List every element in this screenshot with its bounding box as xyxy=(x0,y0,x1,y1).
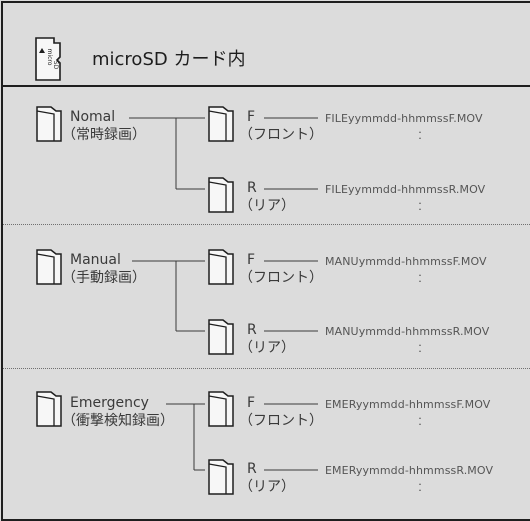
folder-icon xyxy=(36,106,62,142)
folder-name-nomal: Nomal xyxy=(70,109,116,125)
subfolder-name-front: F xyxy=(247,395,256,411)
file-name-front: FILEyymmdd-hhmmssF.MOV xyxy=(325,112,483,125)
folder-name-emergency: Emergency xyxy=(70,395,149,411)
subfolder-subtitle-rear: （リア） xyxy=(239,340,295,356)
page-title: microSD カード内 xyxy=(92,49,246,70)
ellipsis-vertical: ·· xyxy=(418,197,422,216)
folder-subtitle-nomal: （常時録画） xyxy=(62,127,146,143)
folder-subtitle-emergency: （衝撃検知録画） xyxy=(62,413,174,429)
folder-icon xyxy=(36,391,62,427)
folder-subtitle-manual: （手動録画） xyxy=(62,270,146,286)
file-name-front: EMERyymmdd-hhmmssF.MOV xyxy=(325,398,491,411)
sd-card-label-micro: micro xyxy=(46,49,53,66)
group-separator xyxy=(3,368,530,369)
header-divider xyxy=(3,85,530,87)
subfolder-subtitle-rear: （リア） xyxy=(239,198,295,214)
file-name-rear: FILEyymmdd-hhmmssR.MOV xyxy=(325,183,486,196)
file-name-rear: MANUymmdd-hhmmssR.MOV xyxy=(325,325,490,338)
subfolder-name-rear: R xyxy=(247,180,257,196)
folder-icon xyxy=(208,177,234,213)
subfolder-subtitle-front: （フロント） xyxy=(239,413,323,429)
file-name-front: MANUymmdd-hhmmssF.MOV xyxy=(325,255,487,268)
ellipsis-vertical: ·· xyxy=(418,269,422,288)
folder-icon xyxy=(36,249,62,285)
group-separator xyxy=(3,224,530,225)
sd-card-label-sd: SD xyxy=(52,61,59,70)
ellipsis-vertical: ·· xyxy=(418,478,422,497)
subfolder-name-rear: R xyxy=(247,322,257,338)
folder-icon xyxy=(208,249,234,285)
folder-icon xyxy=(208,459,234,495)
microsd-card-icon: micro SD xyxy=(35,37,61,81)
subfolder-name-front: F xyxy=(247,109,256,125)
subfolder-subtitle-front: （フロント） xyxy=(239,270,323,286)
folder-icon xyxy=(208,106,234,142)
ellipsis-vertical: ·· xyxy=(418,412,422,431)
folder-icon xyxy=(208,319,234,355)
subfolder-name-rear: R xyxy=(247,461,257,477)
subfolder-name-front: F xyxy=(247,252,256,268)
ellipsis-vertical: ·· xyxy=(418,126,422,145)
folder-icon xyxy=(208,391,234,427)
subfolder-subtitle-front: （フロント） xyxy=(239,127,323,143)
subfolder-subtitle-rear: （リア） xyxy=(239,479,295,495)
folder-name-manual: Manual xyxy=(70,252,121,268)
file-name-rear: EMERyymmdd-hhmmssR.MOV xyxy=(325,464,494,477)
ellipsis-vertical: ·· xyxy=(418,339,422,358)
